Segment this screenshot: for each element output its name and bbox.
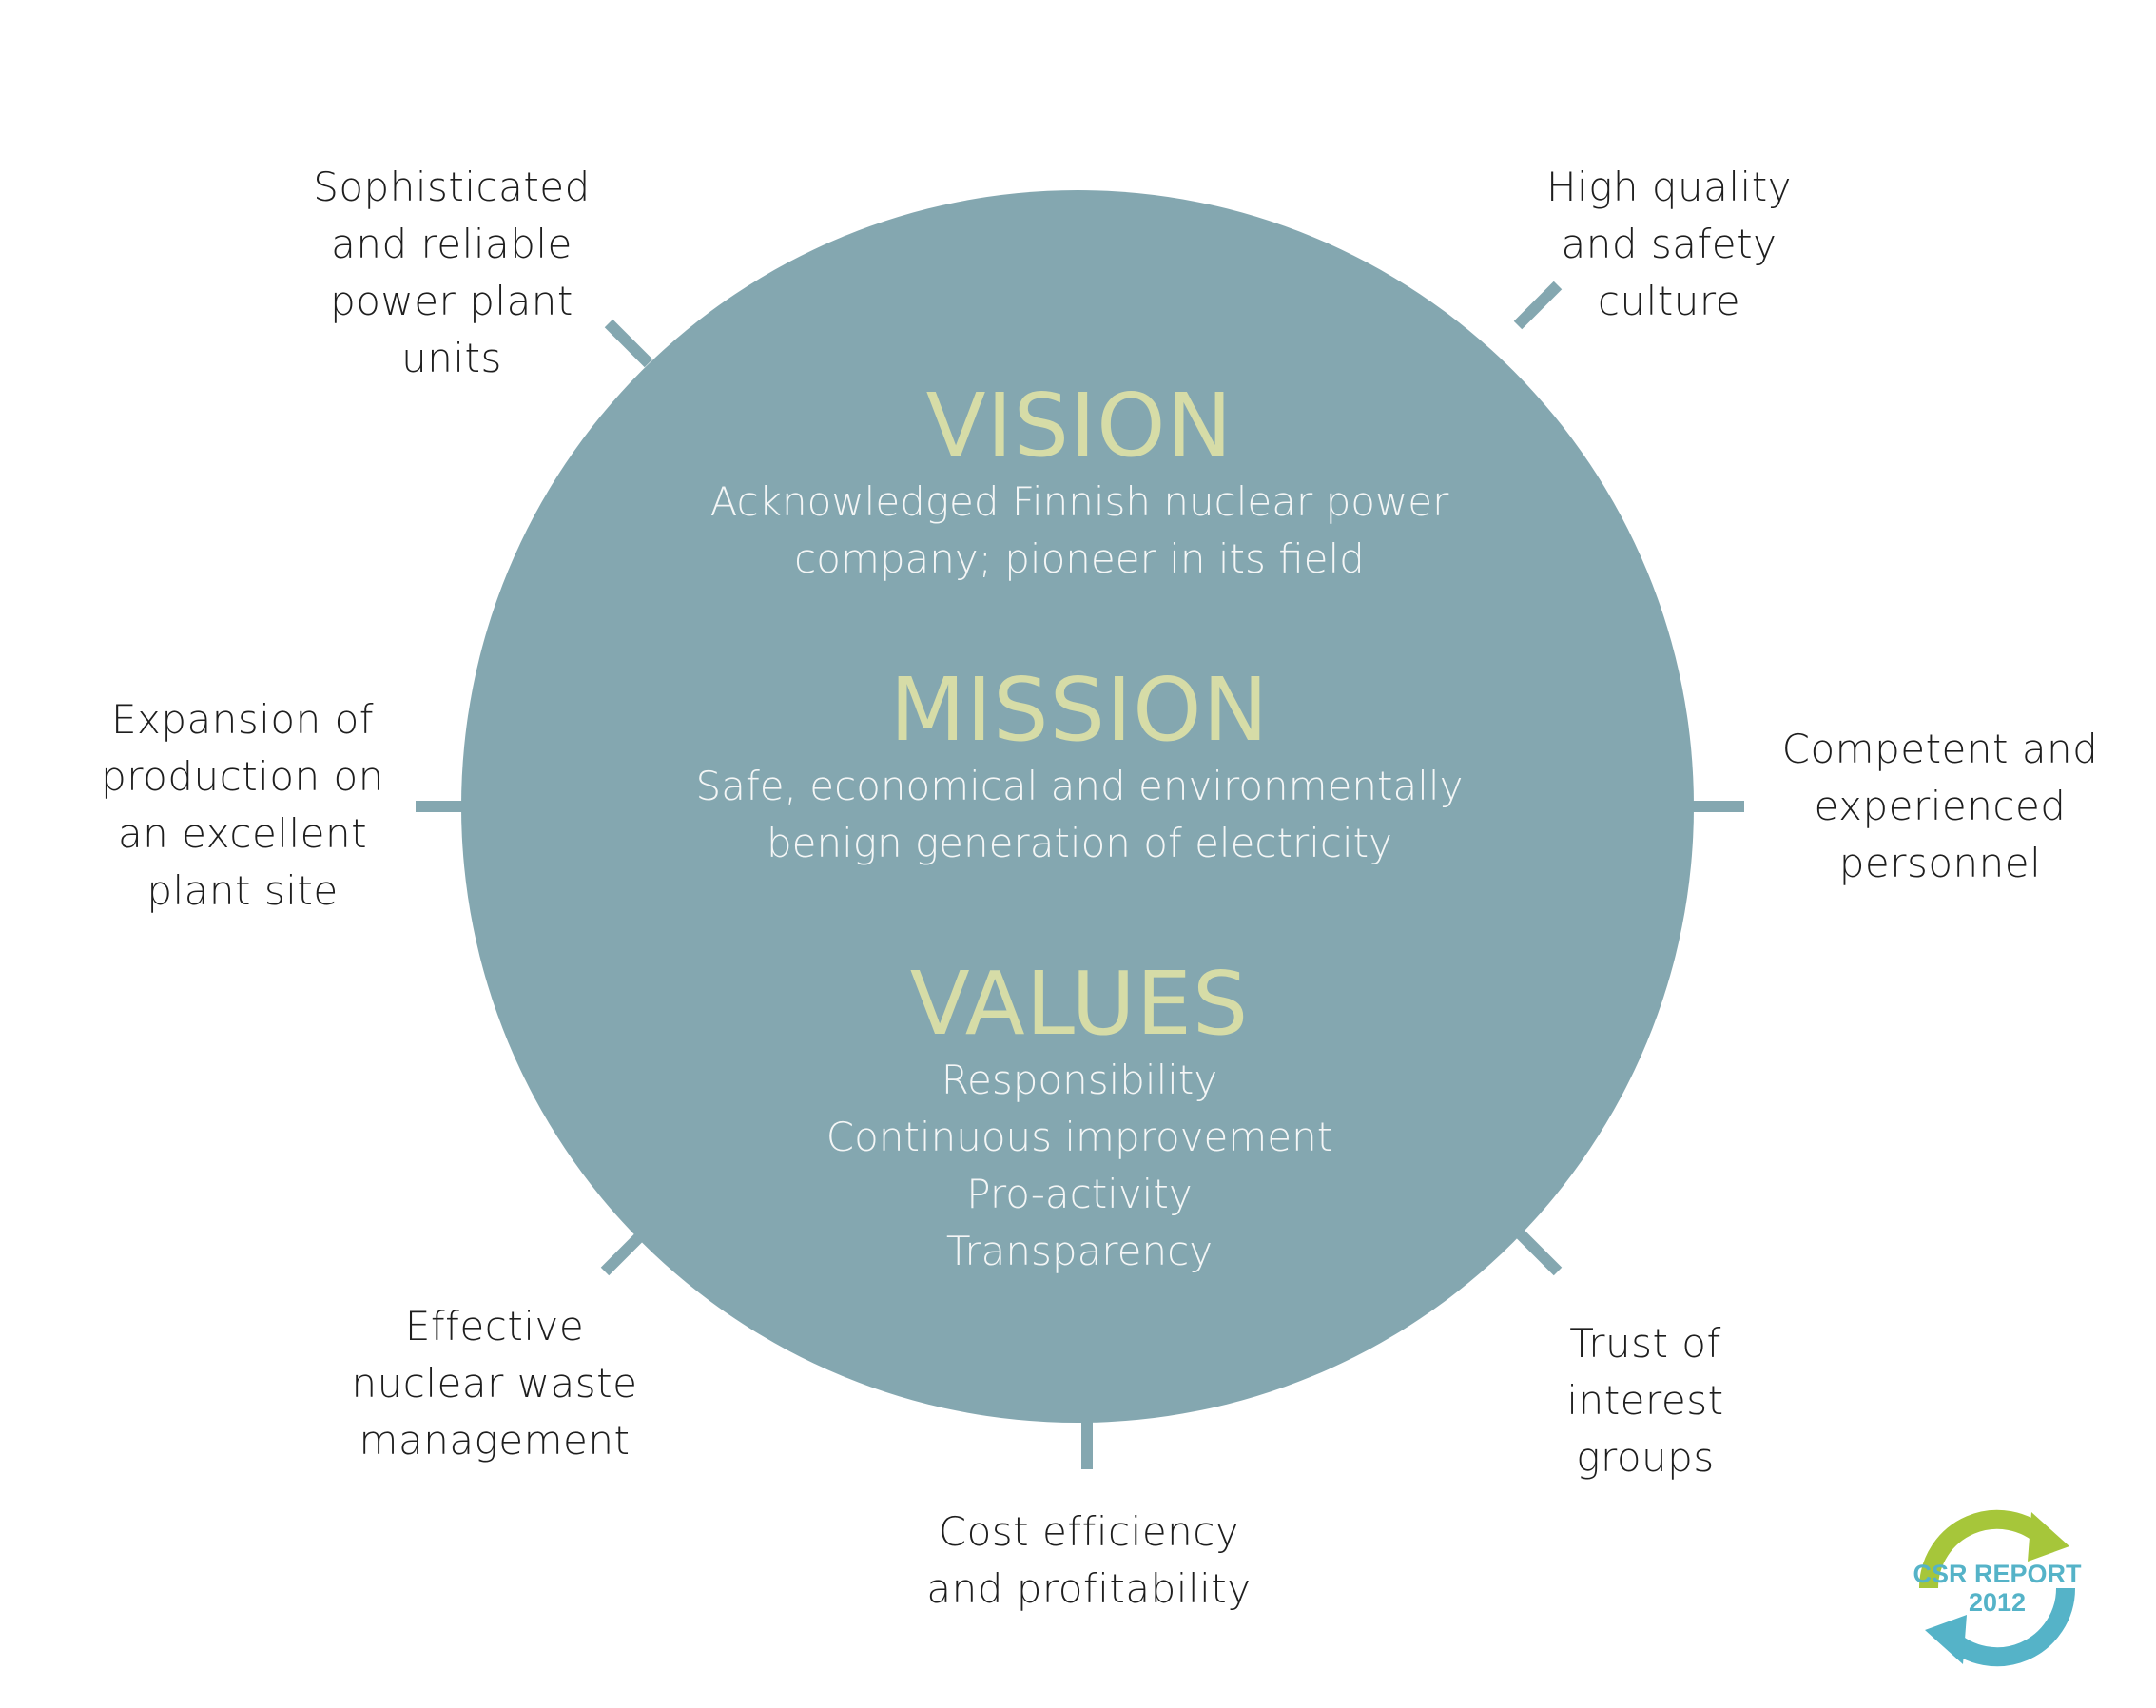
mission-text: Safe, economical and environmentally ben… bbox=[599, 758, 1560, 872]
values-line: Continuous improvement bbox=[825, 1114, 1333, 1160]
mission-heading: MISSION bbox=[889, 659, 1270, 761]
label-line: management bbox=[359, 1417, 631, 1464]
label-line: and reliable bbox=[331, 221, 573, 267]
label-line: interest bbox=[1566, 1377, 1724, 1424]
label-line: plant site bbox=[146, 867, 339, 914]
logo-arc-blue-icon bbox=[1943, 1587, 2076, 1667]
label-top-left: Sophisticated and reliable power plant u… bbox=[285, 159, 618, 387]
label-line: Competent and bbox=[1781, 726, 2099, 772]
mission-line: Safe, economical and environmentally bbox=[695, 763, 1464, 809]
label-line: Sophisticated bbox=[313, 164, 591, 210]
csr-report-logo: CSR REPORT 2012 bbox=[1913, 1509, 2082, 1667]
label-line: personnel bbox=[1838, 840, 2042, 886]
vision-block: VISION Acknowledged Finnish nuclear powe… bbox=[599, 378, 1560, 588]
label-left: Expansion of production on an excellent … bbox=[86, 691, 399, 920]
logo-arrow-blue-icon bbox=[1925, 1615, 1967, 1664]
mission-line: benign generation of electricity bbox=[766, 820, 1393, 866]
tick-top-right bbox=[1513, 281, 1563, 330]
logo-arrow-green-icon bbox=[2028, 1512, 2069, 1562]
values-line: Responsibility bbox=[941, 1057, 1218, 1103]
logo-text-line2: 2012 bbox=[1969, 1588, 2026, 1617]
vision-line: Acknowledged Finnish nuclear power bbox=[709, 478, 1449, 525]
label-bottom: Cost efficiency and profitability bbox=[903, 1504, 1274, 1618]
label-line: power plant bbox=[330, 278, 573, 324]
values-block: VALUES Responsibility Continuous improve… bbox=[599, 957, 1560, 1280]
values-text: Responsibility Continuous improvement Pr… bbox=[599, 1052, 1560, 1280]
label-line: an excellent bbox=[117, 810, 368, 857]
label-line: High quality bbox=[1545, 164, 1793, 210]
tick-bottom-left bbox=[600, 1227, 650, 1276]
label-line: nuclear waste bbox=[351, 1360, 638, 1407]
mission-block: MISSION Safe, economical and environment… bbox=[599, 663, 1560, 872]
values-heading: VALUES bbox=[909, 953, 1250, 1055]
label-line: experienced bbox=[1814, 783, 2067, 829]
label-line: and safety bbox=[1561, 221, 1777, 267]
label-line: Expansion of bbox=[110, 696, 375, 743]
logo-text-line1: CSR REPORT bbox=[1913, 1560, 2082, 1588]
vision-heading: VISION bbox=[925, 375, 1233, 476]
values-line: Transparency bbox=[945, 1228, 1214, 1274]
vision-line: company; pioneer in its field bbox=[794, 535, 1365, 582]
label-line: Trust of bbox=[1569, 1320, 1721, 1367]
center-circle bbox=[461, 190, 1694, 1423]
label-top-right: High quality and safety culture bbox=[1512, 159, 1826, 330]
vision-text: Acknowledged Finnish nuclear power compa… bbox=[599, 474, 1560, 588]
tick-bottom-right bbox=[1513, 1227, 1563, 1276]
label-line: culture bbox=[1597, 278, 1741, 324]
label-bottom-left: Effective nuclear waste management bbox=[333, 1298, 656, 1469]
label-line: and profitability bbox=[926, 1565, 1252, 1612]
label-line: units bbox=[401, 335, 502, 381]
label-line: groups bbox=[1576, 1434, 1715, 1481]
label-right: Competent and experienced personnel bbox=[1759, 721, 2121, 892]
values-line: Pro-activity bbox=[966, 1171, 1193, 1217]
tick-top-left bbox=[604, 319, 653, 368]
logo-arc-green-icon bbox=[1918, 1509, 2051, 1589]
label-line: production on bbox=[101, 753, 384, 800]
label-line: Effective bbox=[404, 1303, 585, 1349]
label-line: Cost efficiency bbox=[938, 1508, 1240, 1555]
label-bottom-right: Trust of interest groups bbox=[1503, 1315, 1788, 1486]
